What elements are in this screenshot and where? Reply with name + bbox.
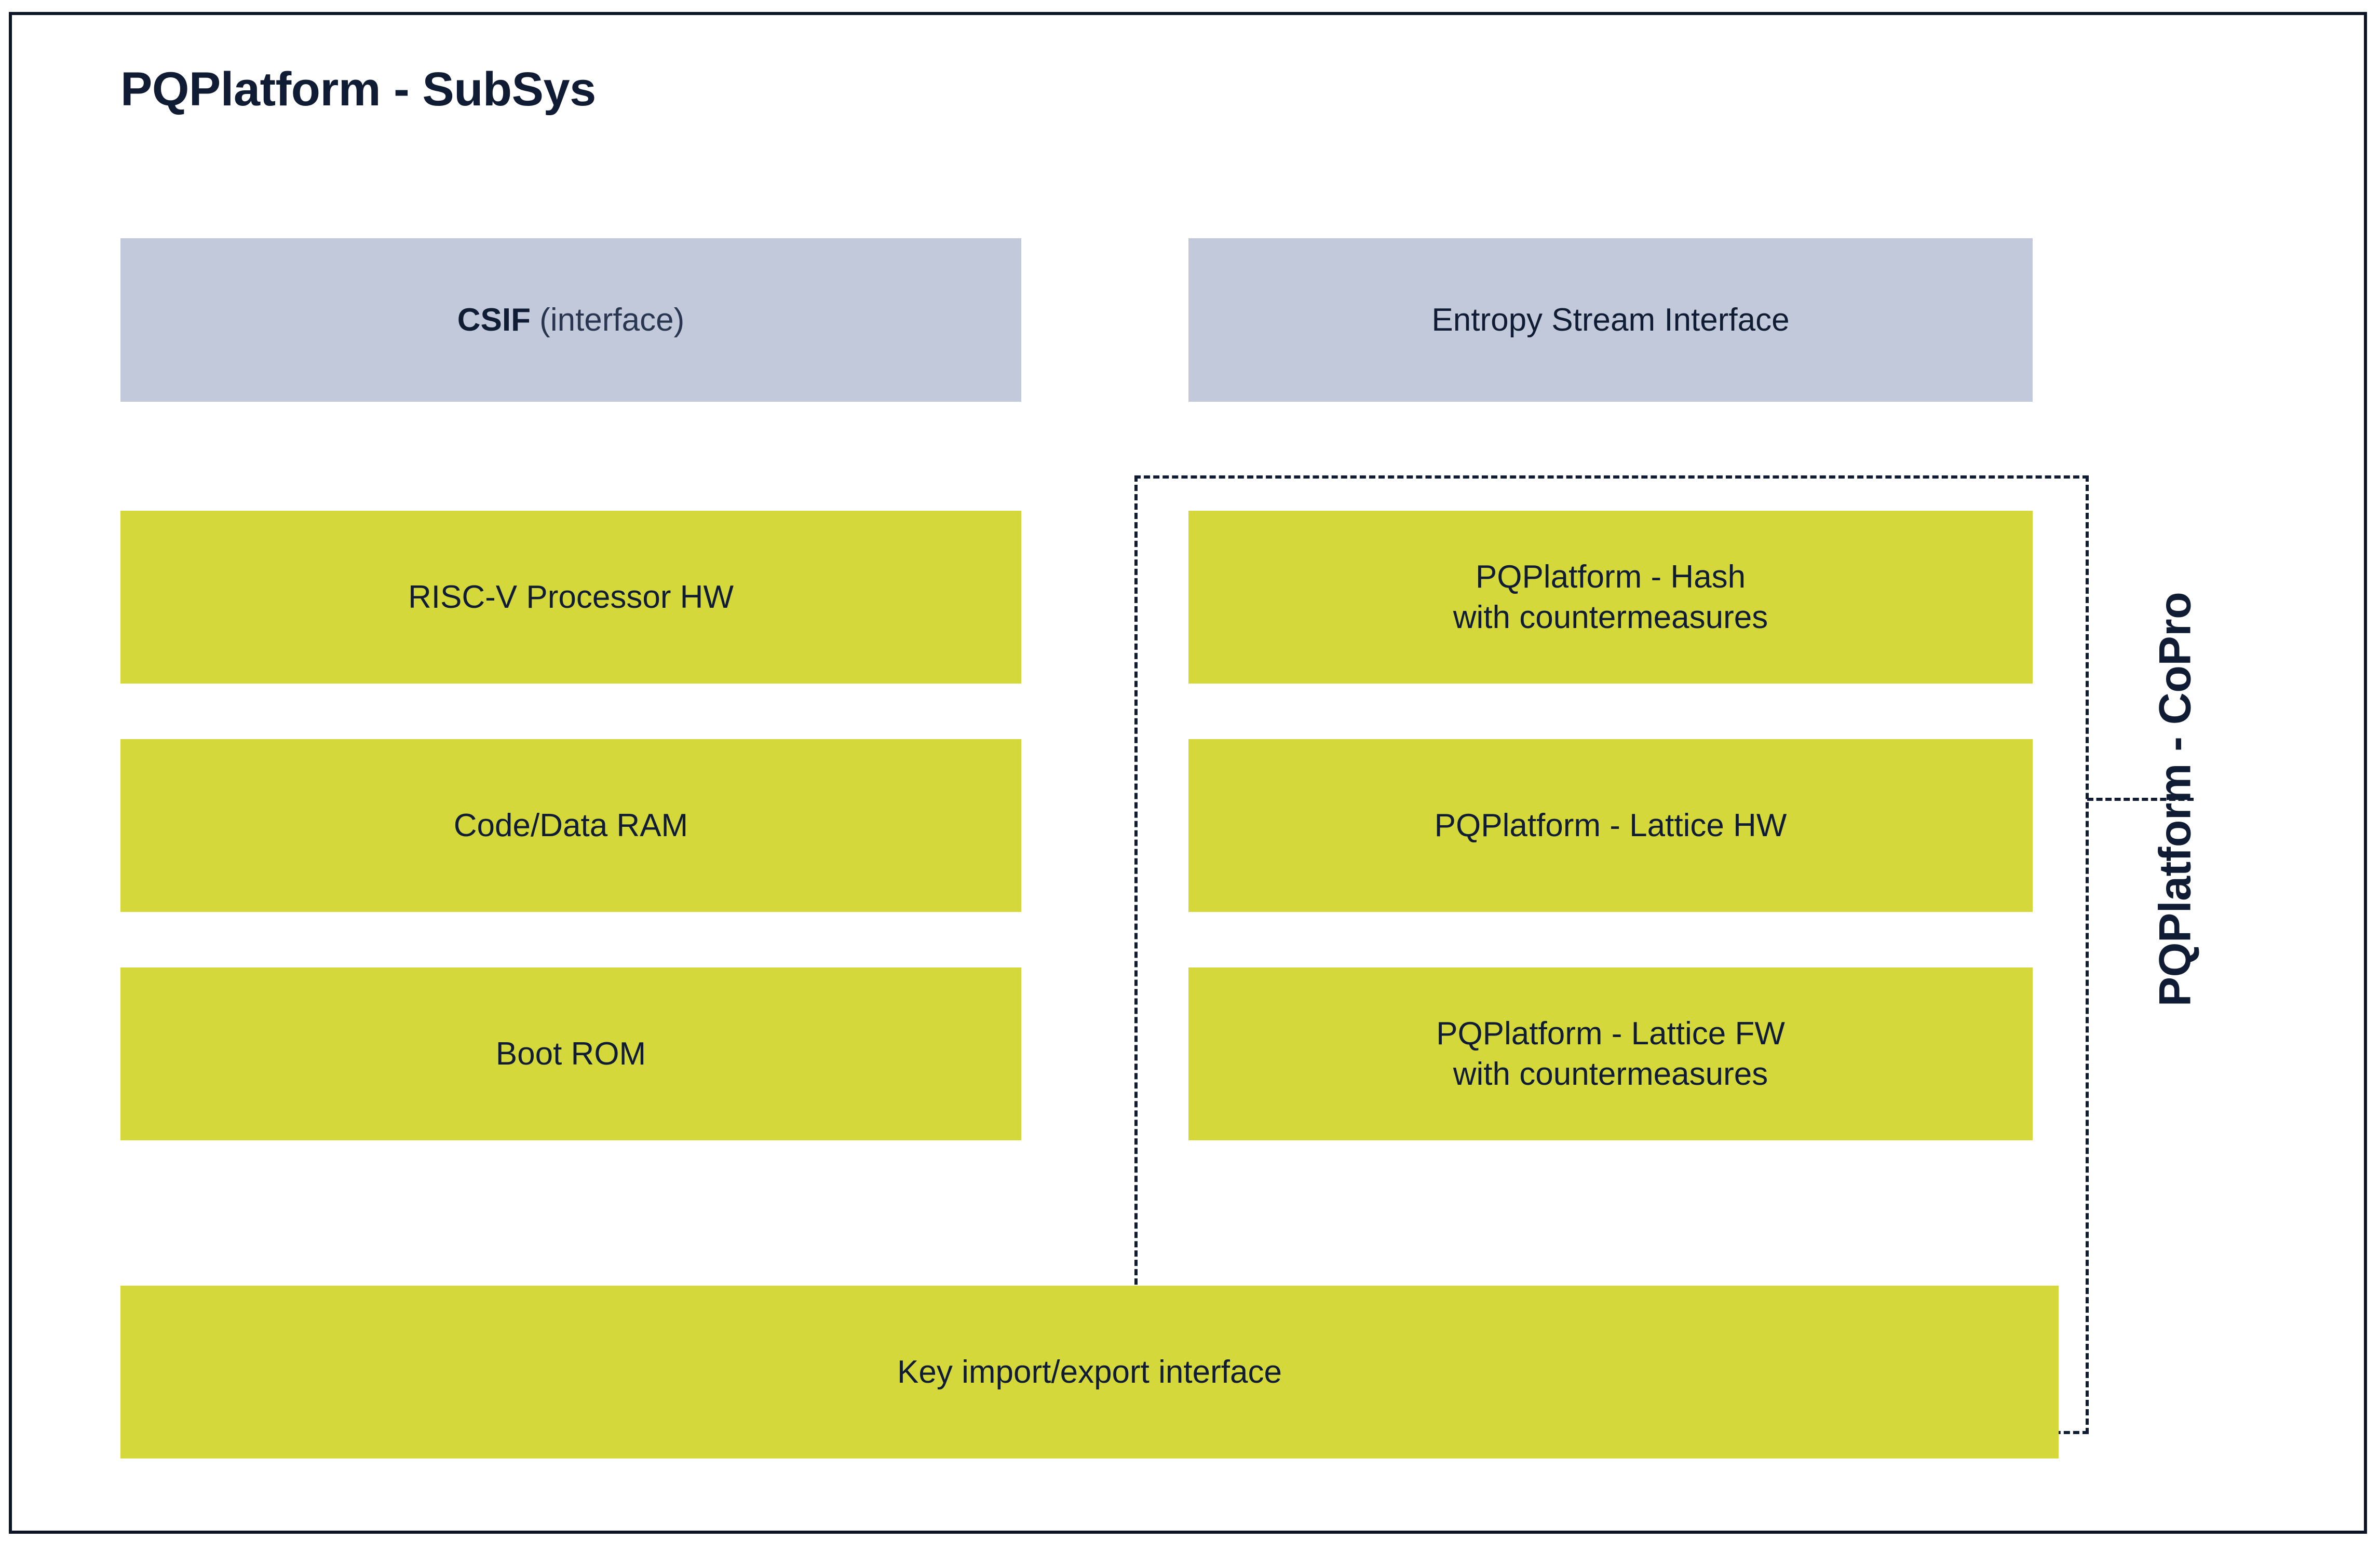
risc-v-processor-hw-label: RISC-V Processor HW — [408, 579, 734, 615]
entropy-stream-interface-block: Entropy Stream Interface — [1188, 238, 2033, 402]
pqplatform-lattice-hw-label: PQPlatform - Lattice HW — [1434, 807, 1787, 843]
csif-label-light: (interface) — [530, 302, 685, 338]
boot-rom-block: Boot ROM — [120, 967, 1021, 1140]
pqplatform-hash-label-line2: with countermeasures — [1453, 599, 1768, 635]
code-data-ram-block: Code/Data RAM — [120, 739, 1021, 912]
key-import-export-interface-block: Key import/export interface — [120, 1286, 2059, 1458]
copro-group-label-text: PQPlatform - CoPro — [2150, 592, 2200, 1007]
entropy-stream-interface-label: Entropy Stream Interface — [1431, 302, 1790, 338]
pqplatform-hash-label-line1: PQPlatform - Hash — [1475, 559, 1746, 595]
pqplatform-lattice-fw-label: PQPlatform - Lattice FW with countermeasu… — [1436, 1014, 1785, 1094]
pqplatform-hash-block: PQPlatform - Hash with countermeasures — [1188, 511, 2033, 684]
pqplatform-hash-label: PQPlatform - Hash with countermeasures — [1453, 557, 1768, 637]
boot-rom-label: Boot ROM — [495, 1035, 646, 1072]
pqplatform-lattice-hw-block: PQPlatform - Lattice HW — [1188, 739, 2033, 912]
code-data-ram-label: Code/Data RAM — [453, 807, 688, 843]
pqplatform-lattice-fw-label-line2: with countermeasures — [1453, 1056, 1768, 1092]
pqplatform-lattice-fw-block: PQPlatform - Lattice FW with countermeasu… — [1188, 967, 2033, 1140]
csif-interface-block: CSIF (interface) — [120, 238, 1021, 402]
risc-v-processor-hw-block: RISC-V Processor HW — [120, 511, 1021, 684]
diagram-outer-frame — [9, 12, 2367, 1534]
copro-group-label: PQPlatform - CoPro — [2150, 385, 2201, 1007]
page-title: PQPlatform - SubSys — [120, 63, 596, 116]
copro-connector-line — [2087, 798, 2194, 801]
key-import-export-interface-label: Key import/export interface — [897, 1354, 1282, 1390]
pqplatform-lattice-fw-label-line1: PQPlatform - Lattice FW — [1436, 1016, 1785, 1052]
csif-label: CSIF (interface) — [457, 300, 685, 340]
csif-label-strong: CSIF — [457, 302, 531, 338]
